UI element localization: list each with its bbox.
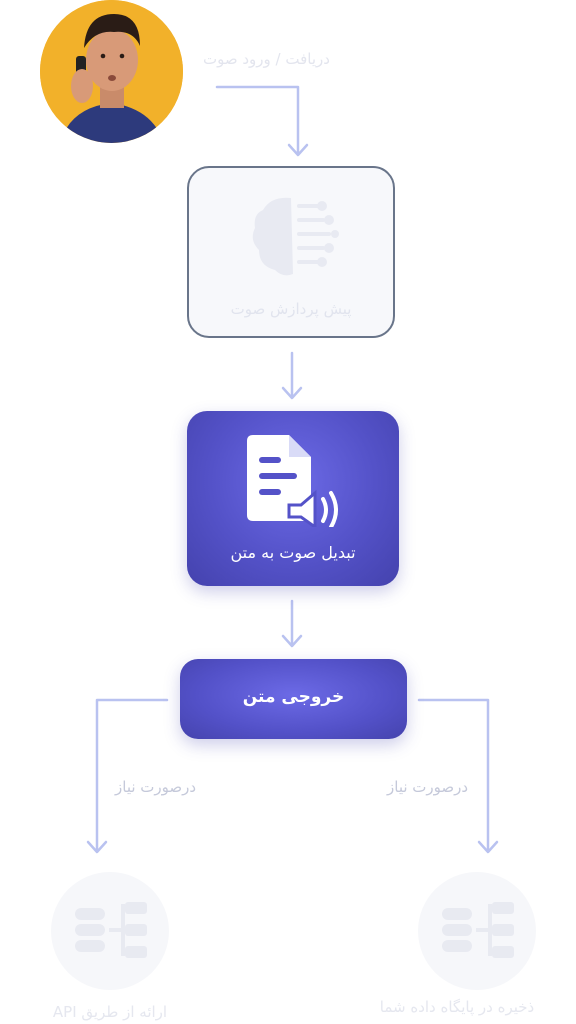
database-network-icon: [442, 902, 514, 958]
if-needed-left-label: درصورت نیاز: [115, 778, 197, 796]
connector-input-preprocess: [215, 85, 300, 155]
arrowhead-api: [86, 840, 108, 854]
brain-circuit-icon: [252, 197, 339, 276]
database-network-icon: [75, 902, 147, 958]
arrowhead-output: [281, 634, 303, 648]
arrowhead-db: [477, 840, 499, 854]
person-on-phone-avatar: [40, 0, 183, 143]
api-output-label: ارائه از طریق API: [52, 1003, 168, 1021]
arrowhead-stt: [281, 386, 303, 400]
speech-to-text-label: تبدیل صوت به متن: [230, 543, 356, 562]
preprocess-node: پیش پردازش صوت: [187, 166, 395, 338]
input-label: دریافت / ورود صوت: [203, 50, 330, 68]
connector-output-db: [417, 698, 490, 852]
document-speaker-icon: [247, 435, 338, 527]
text-output-node: خروجی متن: [180, 659, 407, 739]
text-output-label: خروجی متن: [242, 687, 345, 707]
api-output-node: [51, 872, 169, 990]
if-needed-right-label: درصورت نیاز: [387, 778, 469, 796]
speech-to-text-node: تبدیل صوت به متن: [187, 411, 399, 586]
preprocess-label: پیش پردازش صوت: [230, 300, 352, 318]
connector-output-api: [95, 698, 169, 852]
db-output-node: [418, 872, 536, 990]
arrowhead-preprocess: [287, 143, 309, 157]
db-output-label: ذخیره در پایگاه داده شما: [379, 998, 535, 1016]
